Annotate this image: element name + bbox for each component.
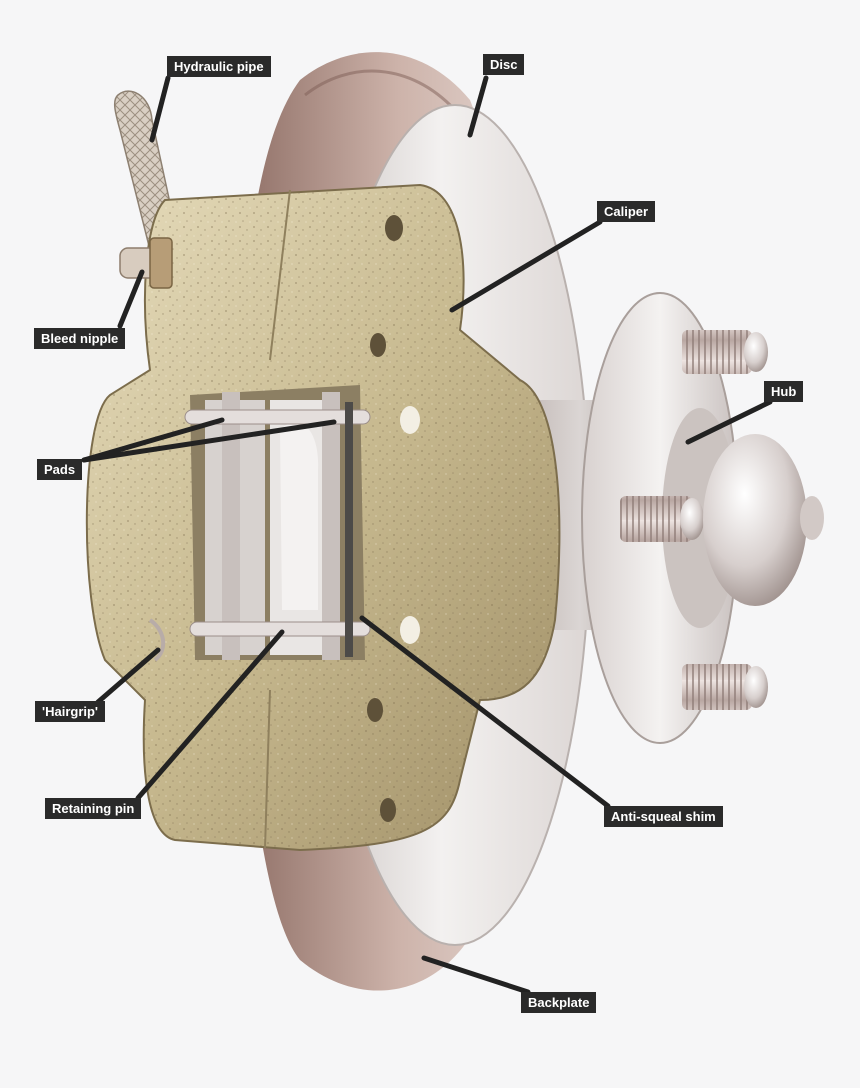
hub-cap-shape bbox=[703, 434, 807, 606]
label-hub: Hub bbox=[764, 381, 804, 402]
leader-retaining-pin bbox=[135, 629, 285, 801]
label-bleed-nipple: Bleed nipple bbox=[34, 328, 126, 349]
leader-anti-squeal-shim bbox=[359, 615, 611, 809]
label-pads: Pads bbox=[37, 459, 83, 480]
label-backplate: Backplate bbox=[521, 992, 597, 1013]
leader-caliper bbox=[449, 219, 603, 313]
leader-hydraulic-pipe bbox=[149, 75, 171, 143]
leader-pads-1 bbox=[81, 417, 225, 463]
leader-disc bbox=[467, 75, 489, 138]
label-retaining-pin: Retaining pin bbox=[45, 798, 142, 819]
label-caliper: Caliper bbox=[597, 201, 656, 222]
label-disc: Disc bbox=[483, 54, 525, 75]
label-anti-squeal-shim: Anti-squeal shim bbox=[604, 806, 723, 827]
leader-backplate bbox=[421, 955, 531, 995]
leader-hairgrip bbox=[95, 647, 161, 705]
pad-assembly bbox=[184, 385, 371, 660]
wheel-studs bbox=[620, 330, 768, 710]
leader-bleed-nipple bbox=[117, 269, 145, 329]
label-hairgrip: 'Hairgrip' bbox=[35, 701, 106, 722]
hairgrip-shape bbox=[148, 618, 166, 662]
bleed-nipple-shape bbox=[119, 237, 173, 289]
leader-pads-2 bbox=[81, 419, 337, 463]
leader-hub bbox=[685, 399, 773, 445]
label-hydraulic-pipe: Hydraulic pipe bbox=[167, 56, 271, 77]
leader-lines bbox=[81, 75, 773, 995]
